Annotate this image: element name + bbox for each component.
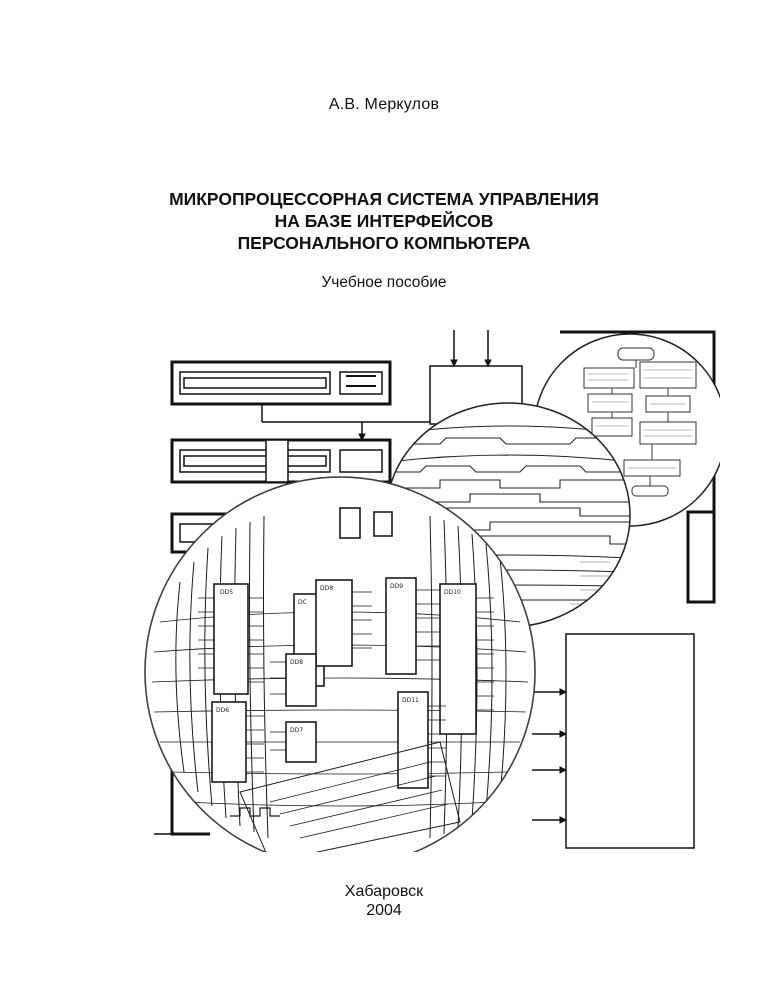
publication-city: Хабаровск <box>344 883 424 900</box>
publication-year: 2004 <box>366 902 402 919</box>
title-line-1: МИКРОПРОЦЕССОРНАЯ СИСТЕМА УПРАВЛЕНИЯ <box>169 189 599 209</box>
svg-text:DD7: DD7 <box>290 727 303 734</box>
svg-text:DD9: DD9 <box>390 583 403 590</box>
author-name: А.В. Меркулов <box>328 96 440 113</box>
svg-text:DD10: DD10 <box>444 589 461 596</box>
svg-text:DD8: DD8 <box>320 585 333 592</box>
title-line-2: НА БАЗЕ ИНТЕРФЕЙСОВ <box>274 211 494 231</box>
title-line-3: ПЕРСОНАЛЬНОГО КОМПЬЮТЕРА <box>237 233 531 253</box>
svg-text:DC: DC <box>298 599 307 606</box>
svg-text:DD5: DD5 <box>220 589 233 596</box>
svg-text:DD6: DD6 <box>216 707 229 714</box>
circuit-schematic-sphere: DD5 DC DD8 DD9 DD6 DD8 DD11 DD10 DD7 <box>144 476 536 852</box>
cover-illustration: DD5 DC DD8 DD9 DD6 DD8 DD11 DD10 DD7 <box>144 330 720 852</box>
book-title: МИКРОПРОЦЕССОРНАЯ СИСТЕМА УПРАВЛЕНИЯ НА … <box>0 188 768 254</box>
svg-text:DD8: DD8 <box>290 659 303 666</box>
book-subtitle: Учебное пособие <box>321 274 447 291</box>
svg-text:DD11: DD11 <box>402 697 419 704</box>
